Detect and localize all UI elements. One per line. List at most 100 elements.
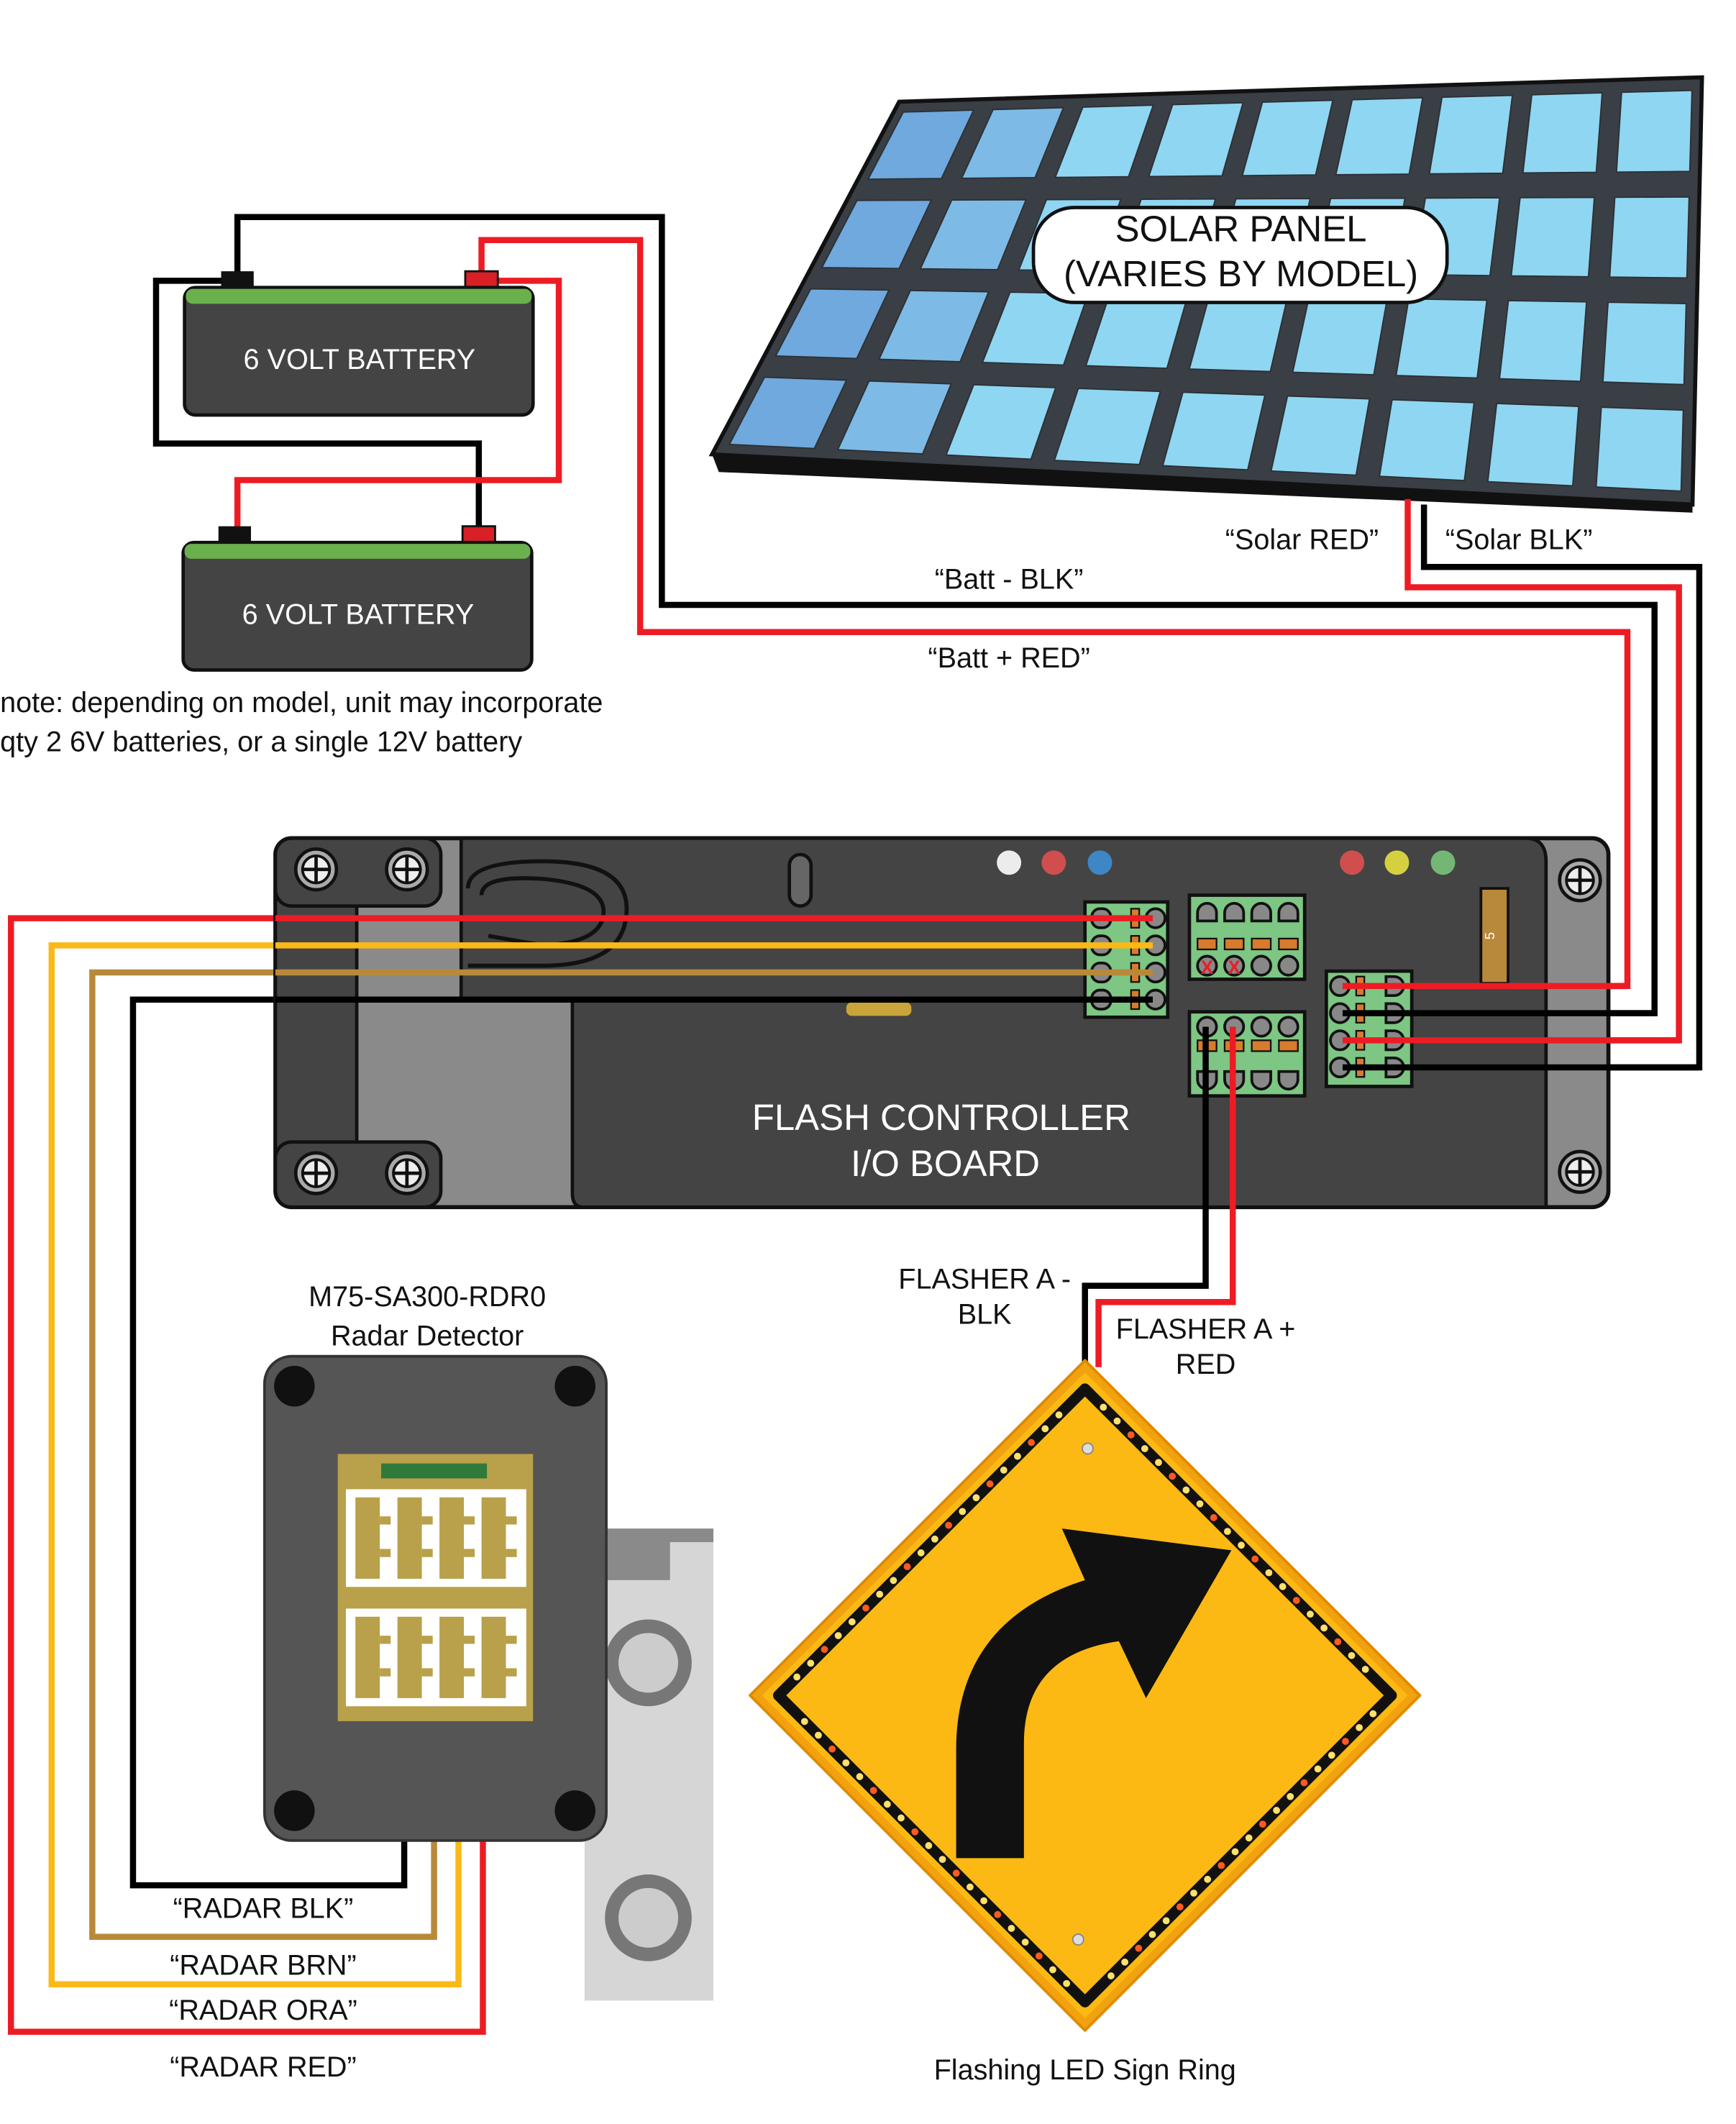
- led-dot: [890, 1577, 897, 1585]
- antenna-feed: [421, 1549, 433, 1557]
- antenna-feed: [421, 1516, 433, 1525]
- screw-icon: [1558, 858, 1602, 903]
- solar-cell: [1292, 296, 1388, 376]
- led-dot: [966, 1883, 974, 1891]
- led-dot: [793, 1673, 801, 1681]
- led-dot: [972, 1494, 980, 1502]
- led-dot: [1127, 1431, 1135, 1439]
- radar-red-label: “RADAR RED”: [170, 2051, 356, 2083]
- antenna-feed: [380, 1549, 391, 1557]
- solar-red-label: “Solar RED”: [1225, 524, 1379, 556]
- led-dot: [1342, 1738, 1349, 1745]
- terminal: [1277, 954, 1299, 977]
- radar-ora-label: “RADAR ORA”: [169, 1995, 357, 2026]
- led-dot: [1113, 1417, 1121, 1425]
- led-dot: [1231, 1848, 1239, 1856]
- terminal: [1250, 1070, 1272, 1091]
- antenna-feed: [506, 1636, 517, 1644]
- solar-cell: [1054, 104, 1154, 178]
- led-dot: [938, 1856, 946, 1864]
- board-wire-overlay: [275, 915, 1699, 1367]
- solar-panel-label-box: [1031, 206, 1449, 304]
- battery-label: 6 VOLT BATTERY: [244, 344, 476, 375]
- solar-cell: [775, 288, 890, 360]
- antenna-feed: [506, 1668, 517, 1677]
- led-dot: [1287, 1792, 1294, 1800]
- led-dot: [1028, 1439, 1036, 1446]
- flasher-blk-label-2: BLK: [958, 1298, 1012, 1330]
- led-dot: [1063, 1979, 1071, 1987]
- led-dot: [1245, 1834, 1253, 1842]
- led-dot: [1100, 1403, 1107, 1411]
- led-dot: [1279, 1582, 1287, 1590]
- antenna-feed: [380, 1668, 391, 1677]
- led-dot: [1190, 1890, 1197, 1897]
- antenna-patch: [397, 1497, 422, 1579]
- solar-cell: [1522, 92, 1603, 174]
- antenna-feed: [464, 1668, 475, 1677]
- solar-cell: [1148, 101, 1244, 178]
- led-dot: [1107, 1972, 1115, 1979]
- led-dot: [1251, 1555, 1259, 1563]
- terminal: [1277, 1070, 1299, 1091]
- terminal: [1196, 901, 1218, 923]
- led-dot: [1292, 1597, 1300, 1604]
- curve-right-arrow-icon: [956, 1528, 1232, 1859]
- screw-icon: [385, 1151, 429, 1195]
- antenna-patch: [439, 1497, 465, 1579]
- antenna-patch: [481, 1497, 506, 1579]
- terminal: [1196, 954, 1218, 977]
- antenna-feed: [421, 1636, 433, 1644]
- antenna-feed: [380, 1516, 391, 1525]
- solar-cell: [1595, 406, 1684, 492]
- radar-model-label: M75-SA300-RDR0: [309, 1281, 546, 1313]
- led-dot: [925, 1842, 933, 1849]
- radar-brn-label: “RADAR BRN”: [170, 1950, 356, 1982]
- antenna-patch: [439, 1616, 465, 1698]
- terminal-lever: [1197, 937, 1218, 951]
- battery-label: 6 VOLT BATTERY: [242, 598, 475, 630]
- led-dot: [1334, 1638, 1342, 1646]
- sign-caption: Flashing LED Sign Ring: [934, 2054, 1236, 2086]
- led-dot: [952, 1869, 960, 1877]
- solar-cell: [1602, 301, 1687, 386]
- led-dot: [1273, 1807, 1280, 1814]
- battery-note-line1: note: depending on model, unit may incor…: [0, 687, 603, 719]
- solar-cell: [919, 199, 1027, 270]
- led-dot: [862, 1604, 869, 1612]
- led-dot: [1055, 1411, 1063, 1419]
- terminal: [1250, 954, 1272, 977]
- terminal: [1223, 901, 1246, 923]
- led-dot: [1049, 1966, 1056, 1974]
- status-led: [997, 850, 1022, 875]
- solar-cell: [1615, 89, 1693, 173]
- led-dot: [1141, 1445, 1148, 1452]
- led-dot: [980, 1897, 987, 1905]
- status-led: [1340, 850, 1365, 875]
- flasher-red-label-1: FLASHER A +: [1116, 1313, 1296, 1345]
- battery-top: 6 VOLT BATTERY: [183, 270, 535, 417]
- led-dot: [800, 1718, 808, 1726]
- led-dot: [1210, 1514, 1218, 1521]
- led-dot: [897, 1814, 905, 1822]
- led-dot: [856, 1773, 864, 1780]
- status-led: [1087, 850, 1113, 875]
- flashing-led-sign: [749, 1359, 1422, 2032]
- led-dot: [848, 1618, 856, 1626]
- radar-blk-label: “RADAR BLK”: [173, 1892, 354, 1924]
- disabled-x-mark: X: [1201, 957, 1214, 978]
- terminal-lever: [1223, 937, 1245, 951]
- solar-panel-title: SOLAR PANEL: [1115, 209, 1367, 250]
- led-dot: [1135, 1944, 1143, 1952]
- led-dot: [834, 1632, 842, 1639]
- status-led: [1430, 850, 1456, 875]
- led-dot: [1176, 1903, 1184, 1911]
- solar-blk-label: “Solar BLK”: [1445, 524, 1593, 556]
- terminal-lever: [1278, 937, 1299, 951]
- controller-title: FLASH CONTROLLER: [752, 1097, 1130, 1138]
- antenna-feed: [506, 1549, 517, 1557]
- solar-panel-subtitle: (VARIES BY MODEL): [1064, 253, 1418, 294]
- led-dot: [1348, 1651, 1356, 1659]
- led-dot: [1148, 1931, 1156, 1938]
- solar-cell: [836, 380, 952, 455]
